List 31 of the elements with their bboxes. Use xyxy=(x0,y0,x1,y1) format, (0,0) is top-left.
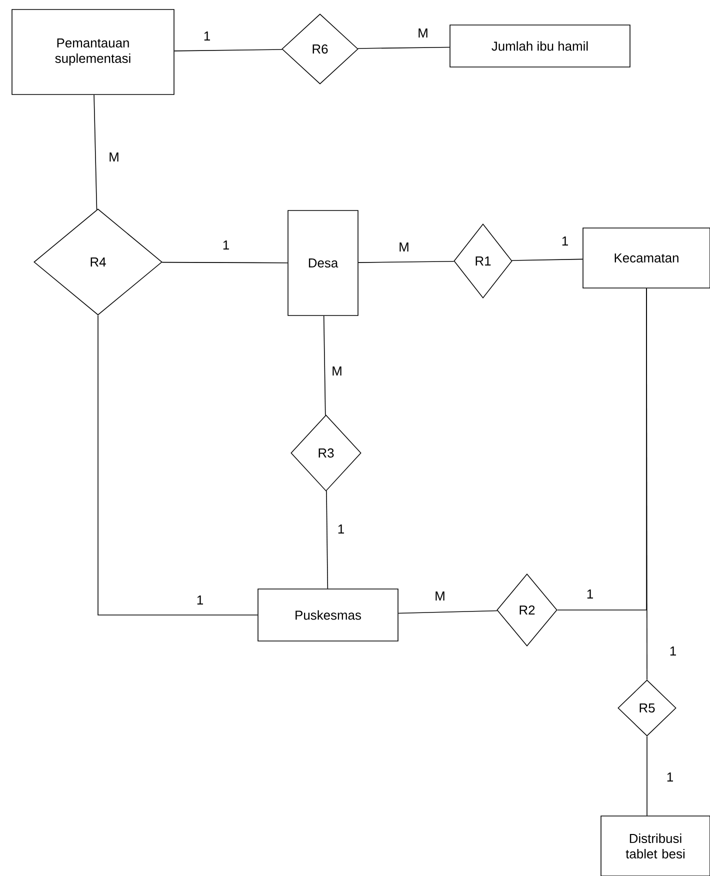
cardinality-label: M xyxy=(110,152,118,162)
connector-line xyxy=(357,46,450,49)
connector-line xyxy=(326,490,328,589)
connector-line xyxy=(646,736,648,816)
cardinality-label: 1 xyxy=(223,240,229,250)
cardinality-label: 1 xyxy=(562,236,568,246)
connector-line xyxy=(162,262,288,264)
connector-line xyxy=(646,288,648,680)
connector-line xyxy=(174,49,283,52)
entity-box: Desa xyxy=(288,210,358,316)
cardinality-label: M xyxy=(436,592,444,600)
entity-box: Kecamatan xyxy=(582,228,710,288)
connector-line xyxy=(398,610,498,614)
cardinality-label: M xyxy=(418,28,428,38)
cardinality-label: M xyxy=(332,366,342,376)
connector-line xyxy=(94,94,98,210)
cardinality-label: 1 xyxy=(338,524,344,534)
connector-line xyxy=(512,258,583,261)
cardinality-label: 1 xyxy=(197,596,203,604)
connector-line xyxy=(323,316,326,416)
cardinality-label: M xyxy=(400,242,408,252)
cardinality-label: 1 xyxy=(670,646,676,656)
cardinality-label: 1 xyxy=(204,32,210,40)
connector-line xyxy=(98,315,258,616)
connector-line xyxy=(358,260,454,263)
cardinality-label: 1 xyxy=(667,772,673,782)
entity-box: Distribusi tablet besi xyxy=(600,816,710,876)
entity-box: Jumlah ibu hamil xyxy=(450,24,630,68)
cardinality-label: 1 xyxy=(587,590,593,598)
entity-box: Pemantauan suplementasi xyxy=(12,9,174,95)
entity-box: Puskesmas xyxy=(258,588,398,642)
